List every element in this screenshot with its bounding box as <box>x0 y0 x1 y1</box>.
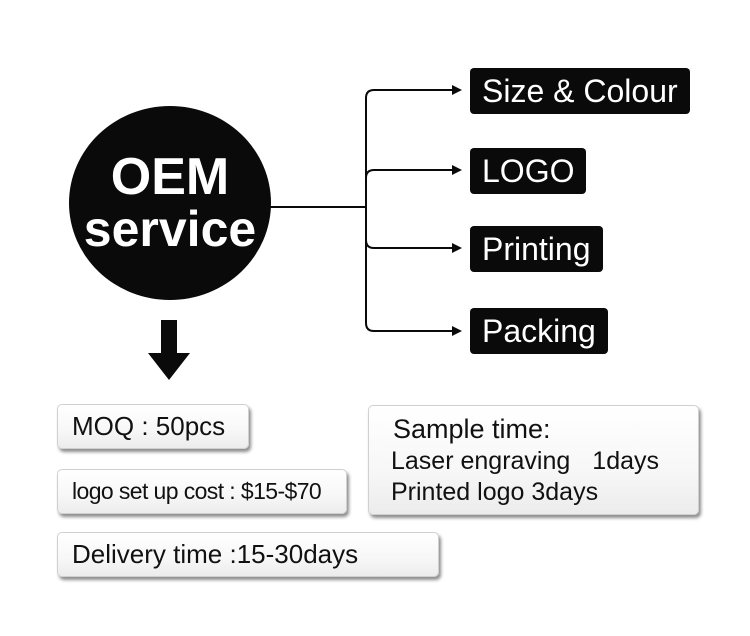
branch-arrow-printing <box>365 239 462 253</box>
delivery-box: Delivery time :15-30days <box>57 532 439 577</box>
branch-vertical <box>365 89 375 332</box>
down-arrow-icon <box>148 320 190 380</box>
sample-printed-line: Printed logo 3days <box>391 478 599 506</box>
moq-box: MOQ : 50pcs <box>57 404 249 449</box>
oem-title-line1: OEM <box>110 147 230 206</box>
option-logo: LOGO <box>470 148 587 194</box>
oem-service-circle: OEM service <box>69 106 271 300</box>
oem-title-line2: service <box>83 201 257 258</box>
option-packing: Packing <box>470 308 608 354</box>
branch-arrow-logo <box>365 165 462 179</box>
option-printing: Printing <box>470 226 603 272</box>
option-size-colour: Size & Colour <box>470 68 690 114</box>
sample-laser-days: 1days <box>592 447 660 475</box>
sample-time-box: Sample time: Laser engraving 1days Printe… <box>368 405 699 515</box>
logo-cost-text: logo set up cost : $15-$70 <box>72 478 322 504</box>
logo-cost-box: logo set up cost : $15-$70 <box>57 469 347 514</box>
sample-laser-label: Laser engraving <box>391 447 571 475</box>
sample-title: Sample time: <box>393 414 551 444</box>
delivery-text: Delivery time :15-30days <box>72 539 359 569</box>
moq-text: MOQ : 50pcs <box>72 411 226 441</box>
sample-laser-line: Laser engraving 1days <box>391 446 698 477</box>
